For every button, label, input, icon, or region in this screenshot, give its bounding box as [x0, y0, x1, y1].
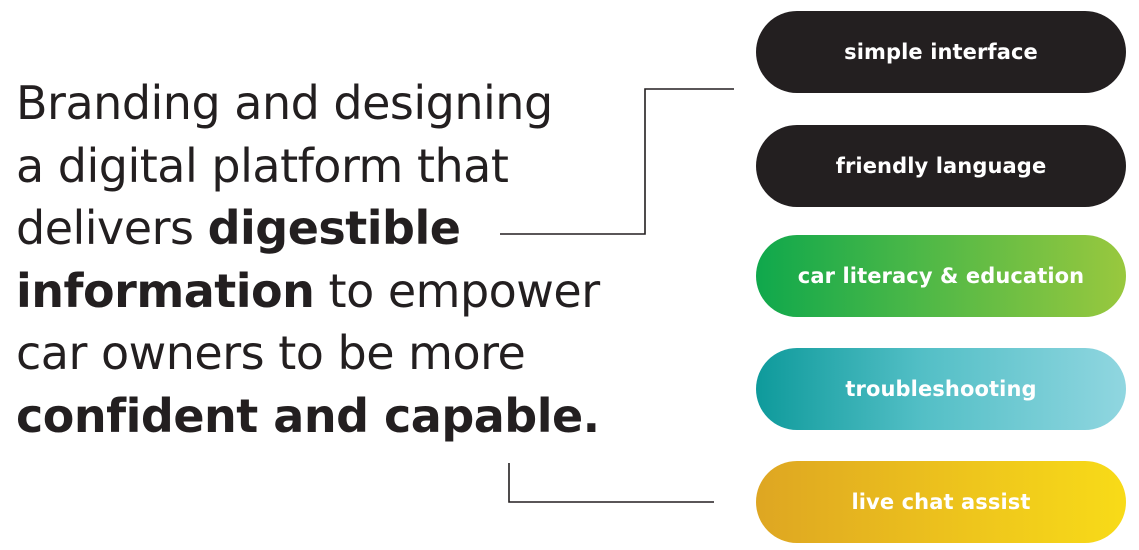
headline-text-bold: information [16, 263, 315, 318]
headline-line-3: delivers digestible [16, 197, 656, 260]
headline-text-regular: delivers [16, 201, 208, 255]
feature-pill-simple-interface: simple interface [756, 11, 1126, 93]
headline-line-5: car owners to be more [16, 326, 526, 380]
headline-text-regular: to empower [314, 263, 601, 318]
headline-line-4: information to empower [16, 260, 656, 323]
connector-line-bottom [508, 463, 714, 503]
headline-text-bold: confident and capable. [16, 388, 600, 443]
feature-pill-label: car literacy & education [797, 264, 1085, 288]
headline-line-6: confident and capable. [16, 385, 656, 448]
feature-pill-label: simple interface [844, 40, 1038, 64]
feature-pill-car-literacy: car literacy & education [756, 235, 1126, 317]
headline: Branding and designing a digital platfor… [16, 72, 656, 447]
feature-pill-friendly-language: friendly language [756, 125, 1126, 207]
feature-pill-label: live chat assist [851, 490, 1031, 514]
feature-pill-label: friendly language [835, 154, 1047, 178]
headline-line-2: a digital platform that [16, 138, 509, 193]
headline-text-bold: digestible [207, 201, 461, 255]
feature-pill-troubleshooting: troubleshooting [756, 348, 1126, 430]
feature-pill-label: troubleshooting [845, 377, 1037, 401]
headline-line-1: Branding and designing [16, 76, 553, 130]
feature-pill-live-chat-assist: live chat assist [756, 461, 1126, 543]
